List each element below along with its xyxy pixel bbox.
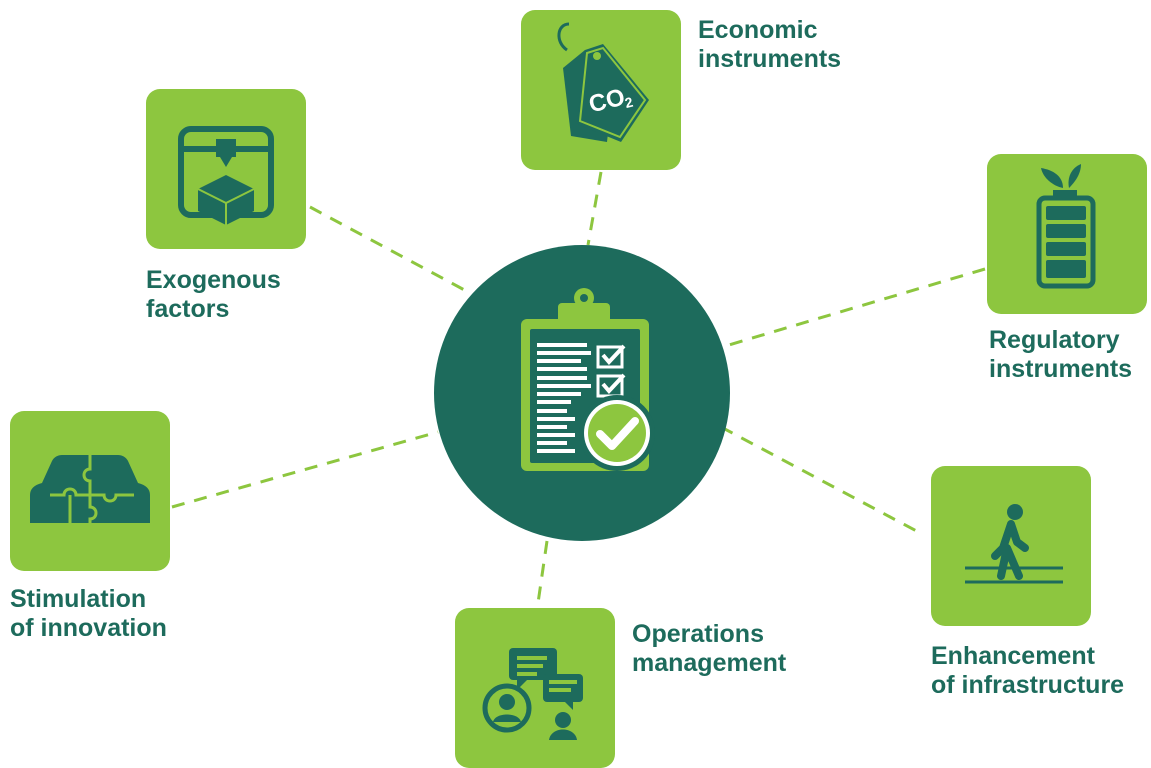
node-economic-label-line2: instruments xyxy=(698,45,842,73)
people-chat-icon xyxy=(482,648,583,740)
svg-text:2: 2 xyxy=(623,94,635,111)
car-puzzle-icon xyxy=(30,455,150,523)
central-hub xyxy=(434,245,730,541)
node-economic-tile: CO 2 xyxy=(521,10,681,170)
node-operations-label: Operations management xyxy=(632,620,786,678)
node-exogenous-label-line1: Exogenous xyxy=(146,266,281,294)
connector-stimulation xyxy=(171,430,439,509)
node-regulatory-tile xyxy=(987,154,1147,314)
node-regulatory-label: Regulatory instruments xyxy=(989,326,1132,384)
eco-battery-icon xyxy=(1036,164,1096,289)
node-exogenous-tile xyxy=(146,89,306,249)
node-enhancement-tile xyxy=(931,466,1091,626)
clipboard-checklist-icon xyxy=(521,288,655,471)
connector-enhancement xyxy=(720,425,925,537)
connector-operations xyxy=(535,540,549,611)
node-stimulation-label-line1: Stimulation xyxy=(10,585,147,613)
node-enhancement-label: Enhancement of infrastructure xyxy=(931,642,1124,700)
node-exogenous-label-line2: factors xyxy=(146,295,230,323)
node-exogenous-label: Exogenous factors xyxy=(146,266,281,324)
node-enhancement-label-line1: Enhancement xyxy=(931,642,1095,670)
node-economic-label: Economic instruments xyxy=(698,16,841,74)
node-regulatory-label-line2: instruments xyxy=(989,355,1133,383)
node-stimulation-tile xyxy=(10,411,170,571)
node-economic-label-line1: Economic xyxy=(698,16,818,44)
connector-exogenous xyxy=(309,205,471,295)
node-regulatory-label-line1: Regulatory xyxy=(989,326,1120,354)
node-operations-tile xyxy=(455,608,615,768)
node-operations-label-line2: management xyxy=(632,649,787,677)
pedestrian-icon xyxy=(965,504,1063,584)
node-operations-label-line1: Operations xyxy=(632,620,764,648)
node-stimulation-label-line2: of innovation xyxy=(10,614,167,642)
3d-printer-icon xyxy=(178,126,274,225)
connector-regulatory xyxy=(721,267,986,349)
node-enhancement-label-line2: of infrastructure xyxy=(931,671,1125,699)
co2-price-tag-icon: CO 2 xyxy=(557,22,649,142)
node-stimulation-label: Stimulation of innovation xyxy=(10,585,167,643)
connector-economic xyxy=(586,171,603,246)
